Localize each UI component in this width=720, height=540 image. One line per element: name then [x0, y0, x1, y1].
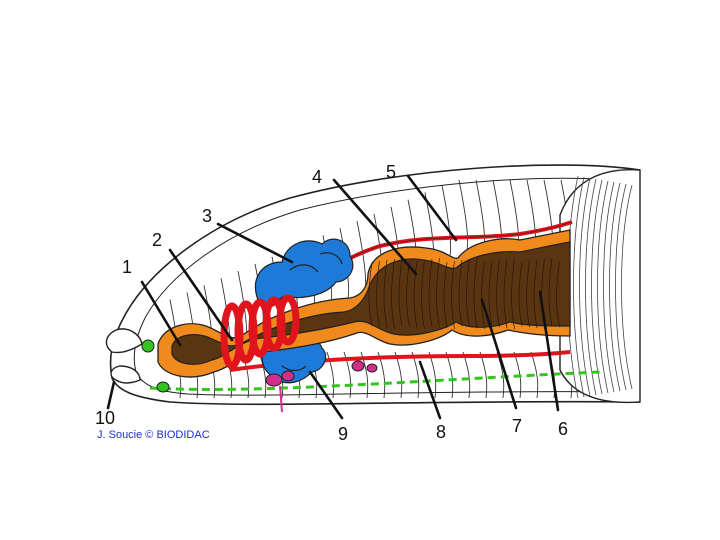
- leader-8: [418, 360, 442, 420]
- septum: [441, 185, 452, 256]
- gut-striation: [421, 259, 425, 330]
- septum: [479, 351, 488, 399]
- leader-10: [106, 380, 116, 410]
- gut-striation: [511, 257, 515, 330]
- septum: [343, 351, 352, 399]
- gut-striation: [391, 258, 395, 330]
- leader-1: [140, 280, 182, 347]
- leader-2: [168, 248, 234, 342]
- body-cut-end: [559, 168, 641, 404]
- cut-end-ring: [585, 178, 597, 396]
- cut-end-ring: [591, 179, 603, 395]
- gut-pharynx-crop-gizzard: [171, 241, 571, 365]
- septum: [462, 351, 471, 399]
- ovaries: [265, 360, 378, 413]
- leader-9: [308, 370, 344, 420]
- aortic-arch: [276, 294, 300, 346]
- gut-striation: [481, 261, 485, 330]
- digestive-tract: [157, 229, 571, 378]
- leader-4: [332, 178, 418, 276]
- septum: [326, 351, 335, 399]
- label-1: 1: [122, 257, 132, 277]
- gut-striation: [458, 259, 463, 327]
- gut-striation: [428, 258, 433, 327]
- leader-6: [538, 290, 560, 412]
- gut-striation: [473, 257, 478, 329]
- cut-end-ring: [615, 183, 627, 391]
- seminal-vesicles: [254, 238, 354, 305]
- label-3: 3: [202, 206, 212, 226]
- cut-end-ring: [609, 182, 621, 392]
- aortic-arches: [220, 294, 300, 370]
- cut-end-ring: [579, 177, 591, 397]
- cut-end-ring: [597, 180, 609, 394]
- labels: 1 2 3 4 5 6 7 8 9 10 J. Soucie © BIODIDA…: [95, 162, 568, 444]
- cut-end-ring: [621, 184, 633, 390]
- label-4: 4: [312, 167, 322, 187]
- leader-7: [480, 298, 518, 410]
- gut-striation: [376, 260, 380, 328]
- label-2: 2: [152, 230, 162, 250]
- leader-lines: [106, 174, 560, 420]
- gut-striation: [443, 261, 448, 329]
- label-5: 5: [386, 162, 396, 182]
- septum: [411, 351, 420, 399]
- septum: [445, 351, 454, 399]
- cut-end-ring: [603, 181, 615, 393]
- septum: [475, 179, 486, 251]
- label-10: 10: [95, 408, 115, 428]
- gut-striation: [466, 258, 470, 328]
- gut-striation: [406, 261, 410, 328]
- gut-striation: [518, 261, 523, 327]
- leader-3: [216, 222, 294, 264]
- label-8: 8: [436, 422, 446, 442]
- prostomium: [105, 328, 143, 384]
- ventral-nerve-cord: [141, 339, 601, 393]
- gut-striation: [368, 261, 373, 327]
- gut-striation: [533, 259, 538, 329]
- gut-striation: [556, 261, 560, 328]
- credit-text: J. Soucie © BIODIDAC: [97, 429, 210, 441]
- label-9: 9: [338, 424, 348, 444]
- gut-striation: [436, 257, 440, 328]
- gut-striation: [526, 260, 530, 328]
- cerebral-ganglion: [141, 339, 155, 353]
- septum: [458, 179, 469, 251]
- gut-striation: [451, 260, 455, 330]
- gut-striation: [413, 260, 418, 329]
- leader-5: [406, 174, 458, 242]
- label-7: 7: [512, 416, 522, 436]
- label-6: 6: [558, 419, 568, 439]
- gut-striation: [398, 257, 403, 327]
- gut-striation: [488, 260, 493, 327]
- subpharyngeal-ganglion: [156, 381, 170, 393]
- gut-striation: [383, 259, 388, 329]
- gut-striation: [548, 257, 553, 327]
- gut-striation: [503, 258, 508, 329]
- gut-striation: [496, 259, 500, 328]
